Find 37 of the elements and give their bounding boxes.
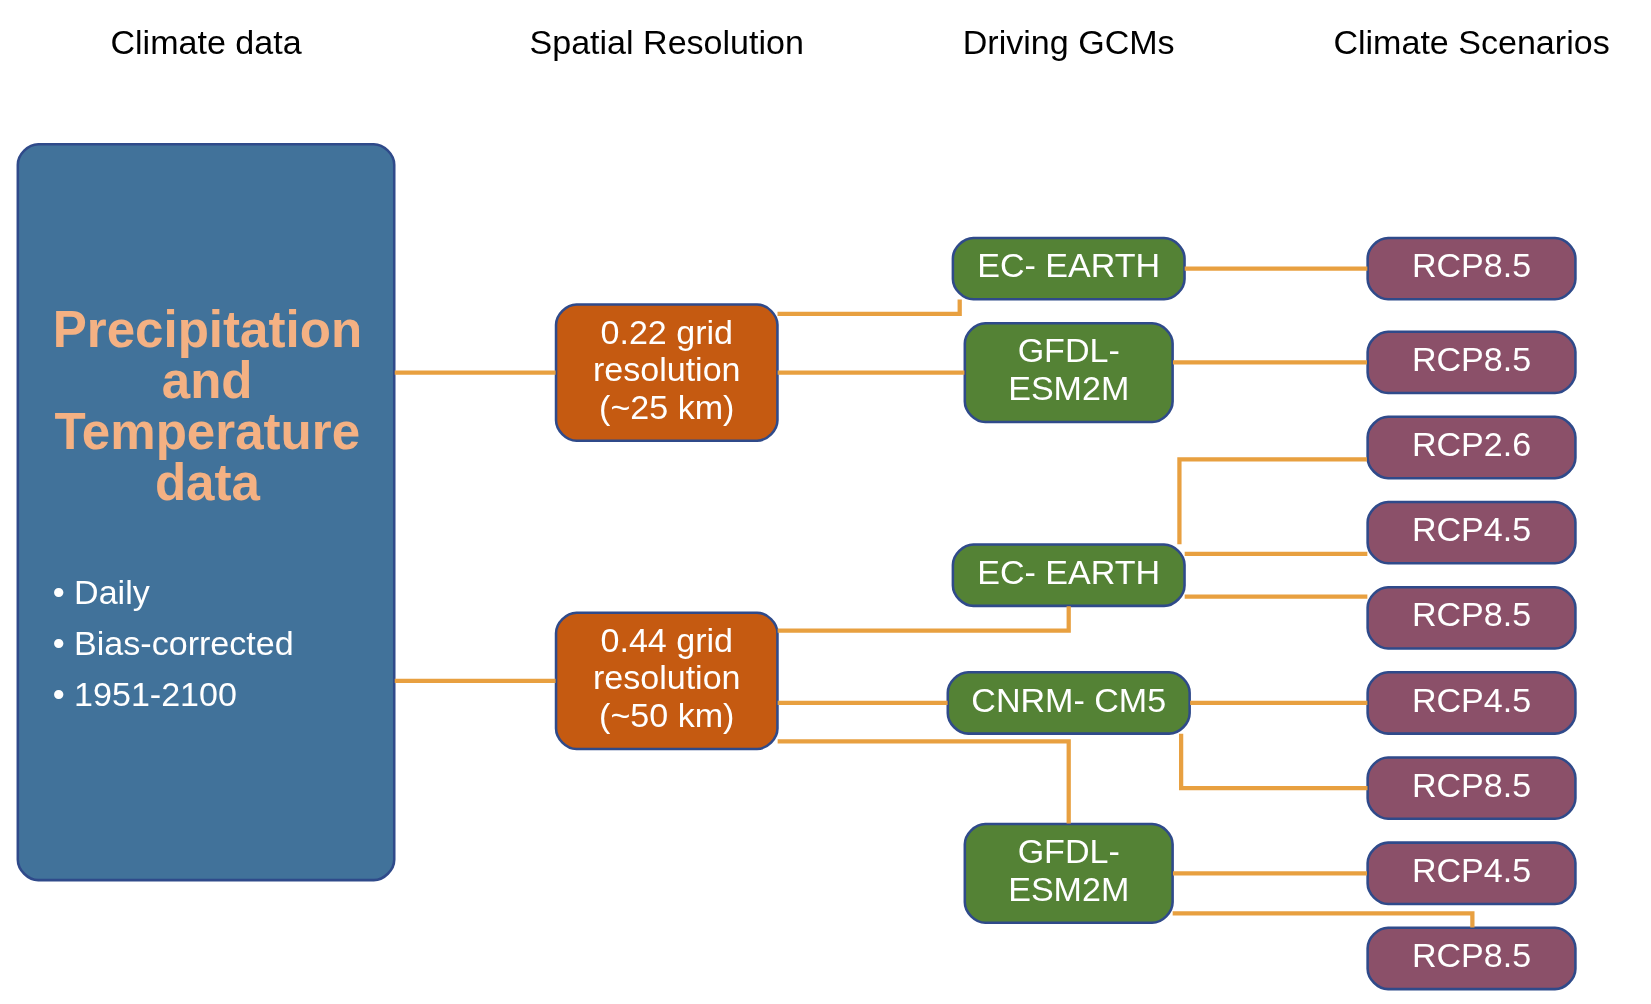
connector <box>777 700 948 706</box>
connector <box>777 606 1071 633</box>
connector <box>1172 911 1474 928</box>
node-box: RCP4.5 <box>1365 500 1577 565</box>
connector <box>1178 733 1367 791</box>
label: Driving GCMs <box>962 23 1175 62</box>
connector <box>777 739 1071 824</box>
connector <box>777 370 964 375</box>
connector <box>394 678 556 683</box>
node-box: CNRM- CM5 <box>946 671 1191 735</box>
node-box: RCP8.5 <box>1365 926 1577 991</box>
connector <box>1184 594 1367 599</box>
node-box: 0.22 grid resolution (~25 km) <box>554 303 779 442</box>
label: Climate Scenarios <box>1332 23 1610 62</box>
node-box: GFDL- ESM2M <box>963 321 1174 424</box>
connector <box>1172 360 1367 365</box>
node-box: RCP8.5 <box>1365 585 1577 650</box>
node-box: RCP4.5 <box>1365 671 1577 735</box>
node-box: RCP8.5 <box>1365 236 1577 301</box>
node-box: EC- EARTH <box>951 543 1186 608</box>
node-box: Precipitation and Temperature data • Daily • Bias-corrected • 1951-2100 <box>16 143 395 882</box>
node-box: EC- EARTH <box>951 236 1186 301</box>
connector <box>1172 871 1367 876</box>
connector <box>777 299 962 316</box>
connector <box>394 370 556 375</box>
label: Climate data <box>109 23 302 62</box>
label: Spatial Resolution <box>529 23 804 62</box>
connector <box>1184 266 1367 271</box>
node-box: 0.44 grid resolution (~50 km) <box>554 611 779 751</box>
node-box: RCP8.5 <box>1365 756 1577 821</box>
node-box: GFDL- ESM2M <box>963 822 1174 924</box>
connector <box>1189 700 1367 706</box>
node-box: RCP2.6 <box>1365 415 1577 480</box>
connector <box>1176 457 1367 545</box>
node-box: RCP4.5 <box>1365 841 1577 906</box>
node-box: RCP8.5 <box>1365 330 1577 395</box>
connector <box>1184 551 1367 557</box>
